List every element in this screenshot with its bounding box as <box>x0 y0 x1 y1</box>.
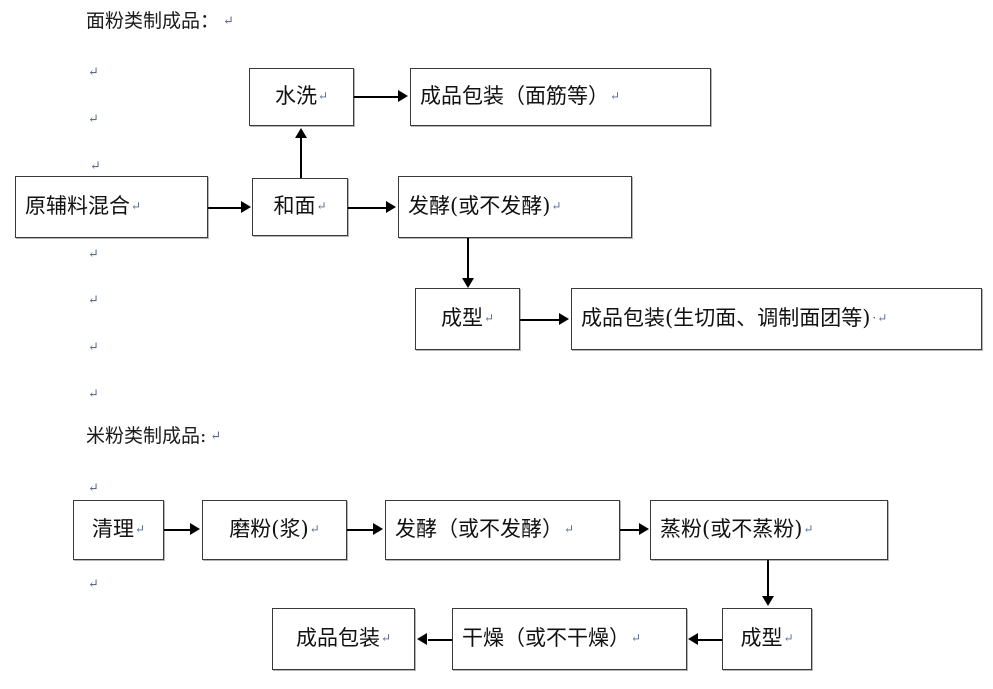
section-heading-rice-text: 米粉类制成品: <box>86 425 207 447</box>
node-steaming[interactable]: 蒸粉(或不蒸粉)↵ <box>650 500 888 560</box>
arrow-up-icon <box>295 128 307 138</box>
margin-pilcrow-icon: ↵ <box>88 577 99 592</box>
pilcrow-icon: ↵ <box>134 522 146 537</box>
node-raw-mix-label: 原辅料混合↵ <box>25 194 142 219</box>
margin-pilcrow-icon: ↵ <box>88 65 99 80</box>
arrow-right-icon <box>386 201 396 213</box>
node-milling[interactable]: 磨粉(浆)↵ <box>202 500 347 560</box>
node-forming-rice-label: 成型↵ <box>740 626 794 651</box>
pilcrow-icon: ↵ <box>877 311 888 326</box>
pilcrow-icon: ↵ <box>483 311 495 326</box>
pilcrow-icon: ↵ <box>564 522 575 537</box>
connector-forming-to-drying <box>698 639 722 641</box>
dot-mark-icon: · <box>872 311 877 326</box>
node-dough-mixing-label: 和面↵ <box>273 194 327 219</box>
pilcrow-icon: ↵ <box>610 89 621 104</box>
node-water-wash[interactable]: 水洗↵ <box>249 68 354 126</box>
arrow-down-icon <box>762 596 774 606</box>
node-steaming-label: 蒸粉(或不蒸粉)↵ <box>660 517 814 542</box>
margin-pilcrow-icon: ↵ <box>88 247 99 262</box>
node-packaging-noodles-label: 成品包装(生切面、调制面团等)·↵ <box>581 306 888 331</box>
pilcrow-icon: ↵ <box>317 89 329 104</box>
pilcrow-icon: ↵ <box>131 199 142 214</box>
connector-dough-to-wash <box>300 138 302 186</box>
node-forming[interactable]: 成型↵ <box>415 288 520 350</box>
pilcrow-icon: ↵ <box>551 199 562 214</box>
margin-pilcrow-icon: ↵ <box>90 159 101 174</box>
connector-fermentation-to-steaming <box>620 529 640 531</box>
node-drying-label: 干燥（或不干燥）↵ <box>462 626 642 651</box>
node-fermentation-rice-label: 发酵（或不发酵）↵ <box>395 517 575 542</box>
connector-cleaning-to-milling <box>164 529 191 531</box>
connector-dough-to-fermentation <box>348 207 386 209</box>
node-fermentation-rice[interactable]: 发酵（或不发酵）↵ <box>385 500 620 560</box>
connector-drying-to-packaging <box>428 639 452 641</box>
margin-pilcrow-icon: ↵ <box>88 340 99 355</box>
section-heading-flour-text: 面粉类制成品： <box>86 10 220 32</box>
pilcrow-icon: ↵ <box>223 14 234 29</box>
node-dough-mixing[interactable]: 和面↵ <box>252 178 348 236</box>
node-packaging-rice-label: 成品包装↵ <box>295 626 392 651</box>
node-forming-rice[interactable]: 成型↵ <box>722 608 812 670</box>
node-drying[interactable]: 干燥（或不干燥）↵ <box>452 608 687 670</box>
node-packaging-gluten[interactable]: 成品包装（面筋等）↵ <box>410 68 711 126</box>
node-fermentation-label: 发酵(或不发酵)↵ <box>408 194 562 219</box>
margin-pilcrow-icon: ↵ <box>88 112 99 127</box>
node-cleaning-label: 清理↵ <box>91 517 146 542</box>
node-water-wash-label: 水洗↵ <box>274 84 329 109</box>
node-packaging-noodles[interactable]: 成品包装(生切面、调制面团等)·↵ <box>571 288 982 350</box>
arrow-right-icon <box>398 90 408 102</box>
section-heading-flour: 面粉类制成品：↵ <box>86 12 234 31</box>
pilcrow-icon: ↵ <box>309 522 320 537</box>
section-heading-rice: 米粉类制成品:↵ <box>86 427 221 446</box>
connector-forming-to-packaging <box>520 319 560 321</box>
arrow-right-icon <box>639 523 649 535</box>
connector-steaming-to-forming <box>767 560 769 598</box>
arrow-right-icon <box>190 523 200 535</box>
pilcrow-icon: ↵ <box>803 522 814 537</box>
pilcrow-icon: ↵ <box>316 199 327 214</box>
pilcrow-icon: ↵ <box>210 429 222 444</box>
node-cleaning[interactable]: 清理↵ <box>73 500 164 560</box>
arrow-down-icon <box>462 278 474 288</box>
arrow-right-icon <box>373 523 383 535</box>
arrow-left-icon <box>417 633 427 645</box>
arrow-right-icon <box>241 201 251 213</box>
node-forming-label: 成型↵ <box>440 306 495 331</box>
node-raw-mix[interactable]: 原辅料混合↵ <box>15 176 208 238</box>
margin-pilcrow-icon: ↵ <box>88 481 99 496</box>
pilcrow-icon: ↵ <box>380 631 392 646</box>
margin-pilcrow-icon: ↵ <box>88 387 99 402</box>
node-packaging-gluten-label: 成品包装（面筋等）↵ <box>420 84 621 109</box>
arrow-right-icon <box>559 313 569 325</box>
connector-wash-to-gluten <box>354 96 400 98</box>
node-fermentation[interactable]: 发酵(或不发酵)↵ <box>398 176 632 238</box>
arrow-left-icon <box>688 633 698 645</box>
node-milling-label: 磨粉(浆)↵ <box>229 517 320 542</box>
margin-pilcrow-icon: ↵ <box>88 293 99 308</box>
node-packaging-rice[interactable]: 成品包装↵ <box>272 608 415 670</box>
connector-rawmix-to-dough <box>208 207 244 209</box>
connector-fermentation-to-forming <box>467 238 469 280</box>
pilcrow-icon: ↵ <box>631 631 642 646</box>
pilcrow-icon: ↵ <box>783 631 794 646</box>
connector-milling-to-fermentation <box>347 529 374 531</box>
